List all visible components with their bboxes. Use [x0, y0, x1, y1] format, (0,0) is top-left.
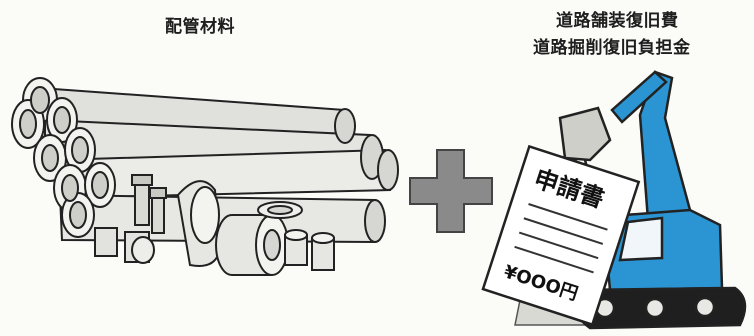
road-pavement-restoration-cost-label: 道路舗装復旧費	[556, 11, 679, 31]
application-document: 申請書 ¥OOO円	[481, 144, 641, 327]
road-excavation-restoration-charge-label: 道路掘削復旧負担金	[533, 38, 691, 58]
pipe-fittings-illustration	[94, 174, 335, 276]
pipe-materials-label: 配管材料	[165, 17, 235, 37]
plus-icon	[409, 149, 493, 233]
